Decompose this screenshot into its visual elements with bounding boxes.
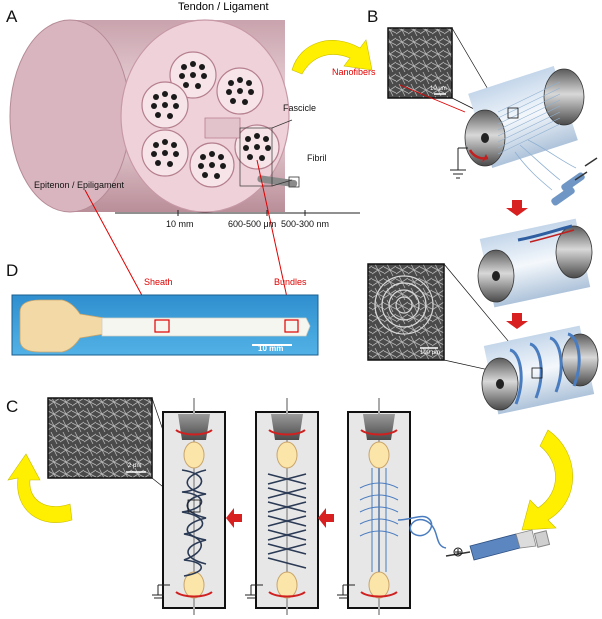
- sem-scale-crimp: 2 μm: [128, 463, 142, 469]
- sem-scale-bundle: 100 μm: [420, 350, 441, 356]
- red-arrow-down-2: [506, 313, 528, 329]
- fibril-label: Fibril: [307, 153, 327, 163]
- syringe-c: [445, 529, 551, 561]
- ground-symbols-c: [152, 584, 355, 599]
- sem-inset-crimp: [47, 397, 153, 479]
- yellow-arrow-b-to-c: [521, 429, 574, 531]
- fibril-dots: [151, 61, 271, 179]
- panel-label-d: D: [6, 261, 19, 280]
- collector-drum-3: [481, 325, 599, 415]
- collector-drum-1: [464, 66, 585, 168]
- tendon-title: Tendon / Ligament: [178, 1, 269, 13]
- scale-label-600: 600-500 μm: [228, 219, 277, 229]
- extruded-fascicle: [204, 117, 241, 139]
- bundles-marker: [284, 319, 299, 333]
- panel-label-c: C: [6, 397, 19, 416]
- chamber-2: [255, 398, 319, 615]
- sheath-marker: [154, 319, 170, 333]
- panel-label-a: A: [6, 7, 18, 26]
- red-arrow-left-1: [226, 508, 242, 528]
- panel-a-tendon-hierarchy: [9, 19, 360, 326]
- fiber-jet: [397, 515, 447, 549]
- sheath-label: Sheath: [144, 277, 173, 287]
- collector-drum-2: [477, 218, 593, 308]
- chamber-3: [347, 398, 411, 615]
- scale-label-500: 500-300 nm: [281, 219, 330, 229]
- red-arrow-down-1: [506, 200, 528, 216]
- sem-inset-bundle: [367, 263, 445, 361]
- chamber-1: [162, 398, 226, 615]
- scale-label-10mm: 10 mm: [166, 219, 194, 229]
- nanofibers-label: Nanofibers: [332, 67, 376, 77]
- ground-symbol-b: [450, 147, 468, 179]
- red-arrow-left-2: [318, 508, 334, 528]
- panel-c-crimping: [7, 397, 551, 615]
- fibril-rod: [257, 175, 298, 188]
- photo-scale-label: 10 mm: [258, 344, 284, 353]
- scale-axis: [115, 210, 360, 216]
- sem-inset-nanofibers: [387, 27, 453, 99]
- panel-d-photo: [11, 294, 319, 356]
- syringe-b: [551, 157, 598, 206]
- epitenon-label: Epitenon / Epiligament: [34, 180, 125, 190]
- scaffold-body: [101, 317, 311, 337]
- yellow-arrow-c-out: [7, 453, 73, 523]
- panel-b-electrospinning: [367, 27, 599, 415]
- fascicle-label: Fascicle: [283, 103, 317, 113]
- bundles-label: Bundles: [274, 277, 307, 287]
- sem-scale-top: 10 μm: [430, 86, 447, 92]
- yellow-arrow-a-to-b: [291, 39, 373, 75]
- panel-label-b: B: [367, 7, 379, 26]
